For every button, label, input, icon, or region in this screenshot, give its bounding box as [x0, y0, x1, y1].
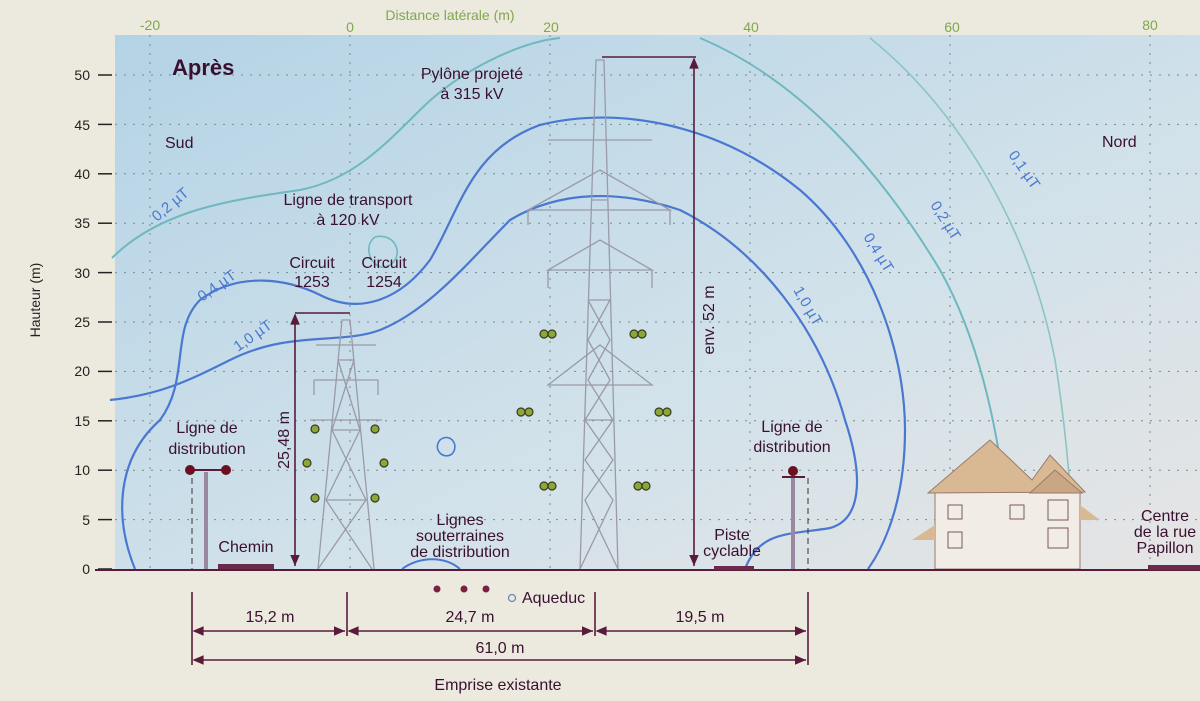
y-tick: 35 — [74, 215, 90, 231]
x-tick: 80 — [1142, 17, 1158, 33]
pylon-voltage: à 315 kV — [440, 86, 503, 103]
y-axis-label: Hauteur (m) — [27, 263, 43, 338]
y-tick: 45 — [74, 117, 90, 133]
label-south: Sud — [165, 135, 193, 152]
y-tick: 15 — [74, 413, 90, 429]
pylon-height: env. 52 m — [701, 285, 718, 354]
x-axis-label: Distance latérale (m) — [385, 7, 514, 23]
distribution-label: distribution — [168, 441, 245, 458]
pylon-label: Pylône projeté — [421, 66, 523, 83]
label-aqueduct: Aqueduc — [522, 590, 585, 607]
circuit-label: Circuit — [289, 255, 335, 272]
distribution-pole-left-icon — [185, 465, 231, 569]
circuit-number: 1253 — [294, 274, 330, 291]
y-tick: 0 — [82, 561, 90, 577]
distribution-label: Ligne de — [761, 419, 822, 436]
dimension-label: 24,7 m — [446, 609, 495, 626]
label-underground: de distribution — [410, 544, 510, 561]
pylon-tower-icon — [525, 59, 673, 570]
contour-underground — [401, 558, 461, 570]
contour-0-4 — [121, 116, 907, 570]
y-tick: 25 — [74, 314, 90, 330]
x-tick: 0 — [346, 19, 354, 35]
dimension-label: 19,5 m — [676, 609, 725, 626]
transport-label: Ligne de transport — [284, 192, 414, 209]
transport-tower-icon — [310, 319, 382, 570]
y-tick-labels: 0 5 10 15 20 25 30 35 40 45 50 — [74, 67, 90, 577]
street-surface — [1148, 565, 1200, 570]
page-title: Après — [172, 55, 234, 80]
y-tick: 5 — [82, 512, 90, 528]
circuit-label: Circuit — [361, 255, 407, 272]
aqueduct-icon — [507, 593, 517, 603]
x-tick: -20 — [140, 17, 160, 33]
label-bike-path: Piste — [714, 527, 750, 544]
y-tick: 40 — [74, 166, 90, 182]
y-tick: 50 — [74, 67, 90, 83]
y-tick: 10 — [74, 462, 90, 478]
house-icon — [912, 439, 1100, 570]
label-street: Papillon — [1137, 540, 1194, 557]
label-chemin: Chemin — [218, 539, 273, 556]
bike-path-surface — [714, 566, 754, 570]
distribution-label: Ligne de — [176, 420, 237, 437]
contour-1-0-loop — [368, 235, 398, 268]
y-tick: 30 — [74, 265, 90, 281]
x-tick: 60 — [944, 19, 960, 35]
label-underground: Lignes — [436, 512, 483, 529]
label-north: Nord — [1102, 134, 1137, 151]
y-tick: 20 — [74, 363, 90, 379]
transport-voltage: à 120 kV — [316, 212, 379, 229]
contour-1-0 — [109, 194, 859, 570]
width-dimensions — [191, 592, 809, 665]
distribution-label: distribution — [753, 439, 830, 456]
underground-cables-icon — [433, 585, 490, 593]
right-of-way-caption: Emprise existante — [434, 677, 561, 694]
label-street: de la rue — [1134, 524, 1196, 541]
circuit-number: 1254 — [366, 274, 402, 291]
path-surface — [218, 564, 274, 569]
transport-height: 25,48 m — [276, 411, 293, 469]
conductors — [302, 329, 672, 503]
contour-small-loop — [436, 436, 456, 457]
label-bike-path: cyclable — [703, 543, 761, 560]
distribution-pole-right-icon — [782, 466, 809, 569]
x-ticks: -20 0 20 40 60 80 — [140, 17, 1158, 35]
dimension-total: 61,0 m — [476, 640, 525, 657]
label-street: Centre — [1141, 508, 1189, 525]
x-tick: 20 — [543, 19, 559, 35]
dimension-label: 15,2 m — [246, 609, 295, 626]
x-tick: 40 — [743, 19, 759, 35]
label-underground: souterraines — [416, 528, 504, 545]
